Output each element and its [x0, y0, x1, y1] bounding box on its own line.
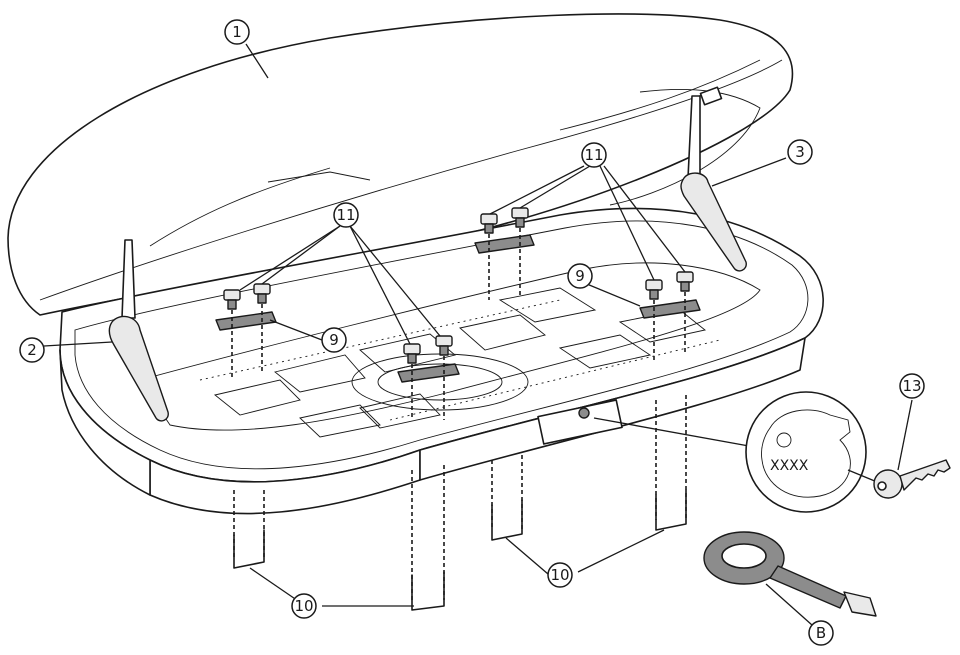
callout-10-right-label: 10: [550, 566, 569, 584]
callout-9-left: 9: [321, 327, 347, 353]
callout-13: 13: [899, 373, 925, 399]
u-bolts: [233, 489, 687, 611]
callout-9-right-label: 9: [575, 267, 585, 285]
callout-11-right: 11: [581, 142, 607, 168]
callout-3: 3: [787, 139, 813, 165]
callout-1-label: 1: [232, 23, 242, 41]
callout-1: 1: [224, 19, 250, 45]
strut-right: [680, 86, 747, 272]
strap: [703, 531, 877, 617]
lock-code: XXXX: [770, 458, 809, 474]
leader-lines: [43, 43, 913, 626]
callout-10-left: 10: [291, 593, 317, 619]
callout-9-right: 9: [567, 263, 593, 289]
callout-11-left-label: 11: [336, 206, 355, 224]
knobs: [223, 207, 694, 364]
callout-9-left-label: 9: [329, 331, 339, 349]
callout-2: 2: [19, 337, 45, 363]
callout-b-label: B: [816, 624, 826, 642]
strut-left: [108, 239, 169, 422]
callout-2-label: 2: [27, 341, 37, 359]
callout-3-label: 3: [795, 143, 805, 161]
key: [847, 459, 951, 499]
callout-10-left-label: 10: [294, 597, 313, 615]
lock-detail: XXXX: [593, 391, 867, 513]
callout-b: B: [808, 620, 834, 646]
callout-11-left: 11: [333, 202, 359, 228]
callout-10-right: 10: [547, 562, 573, 588]
callout-13-label: 13: [902, 377, 921, 395]
callout-11-right-label: 11: [584, 146, 603, 164]
